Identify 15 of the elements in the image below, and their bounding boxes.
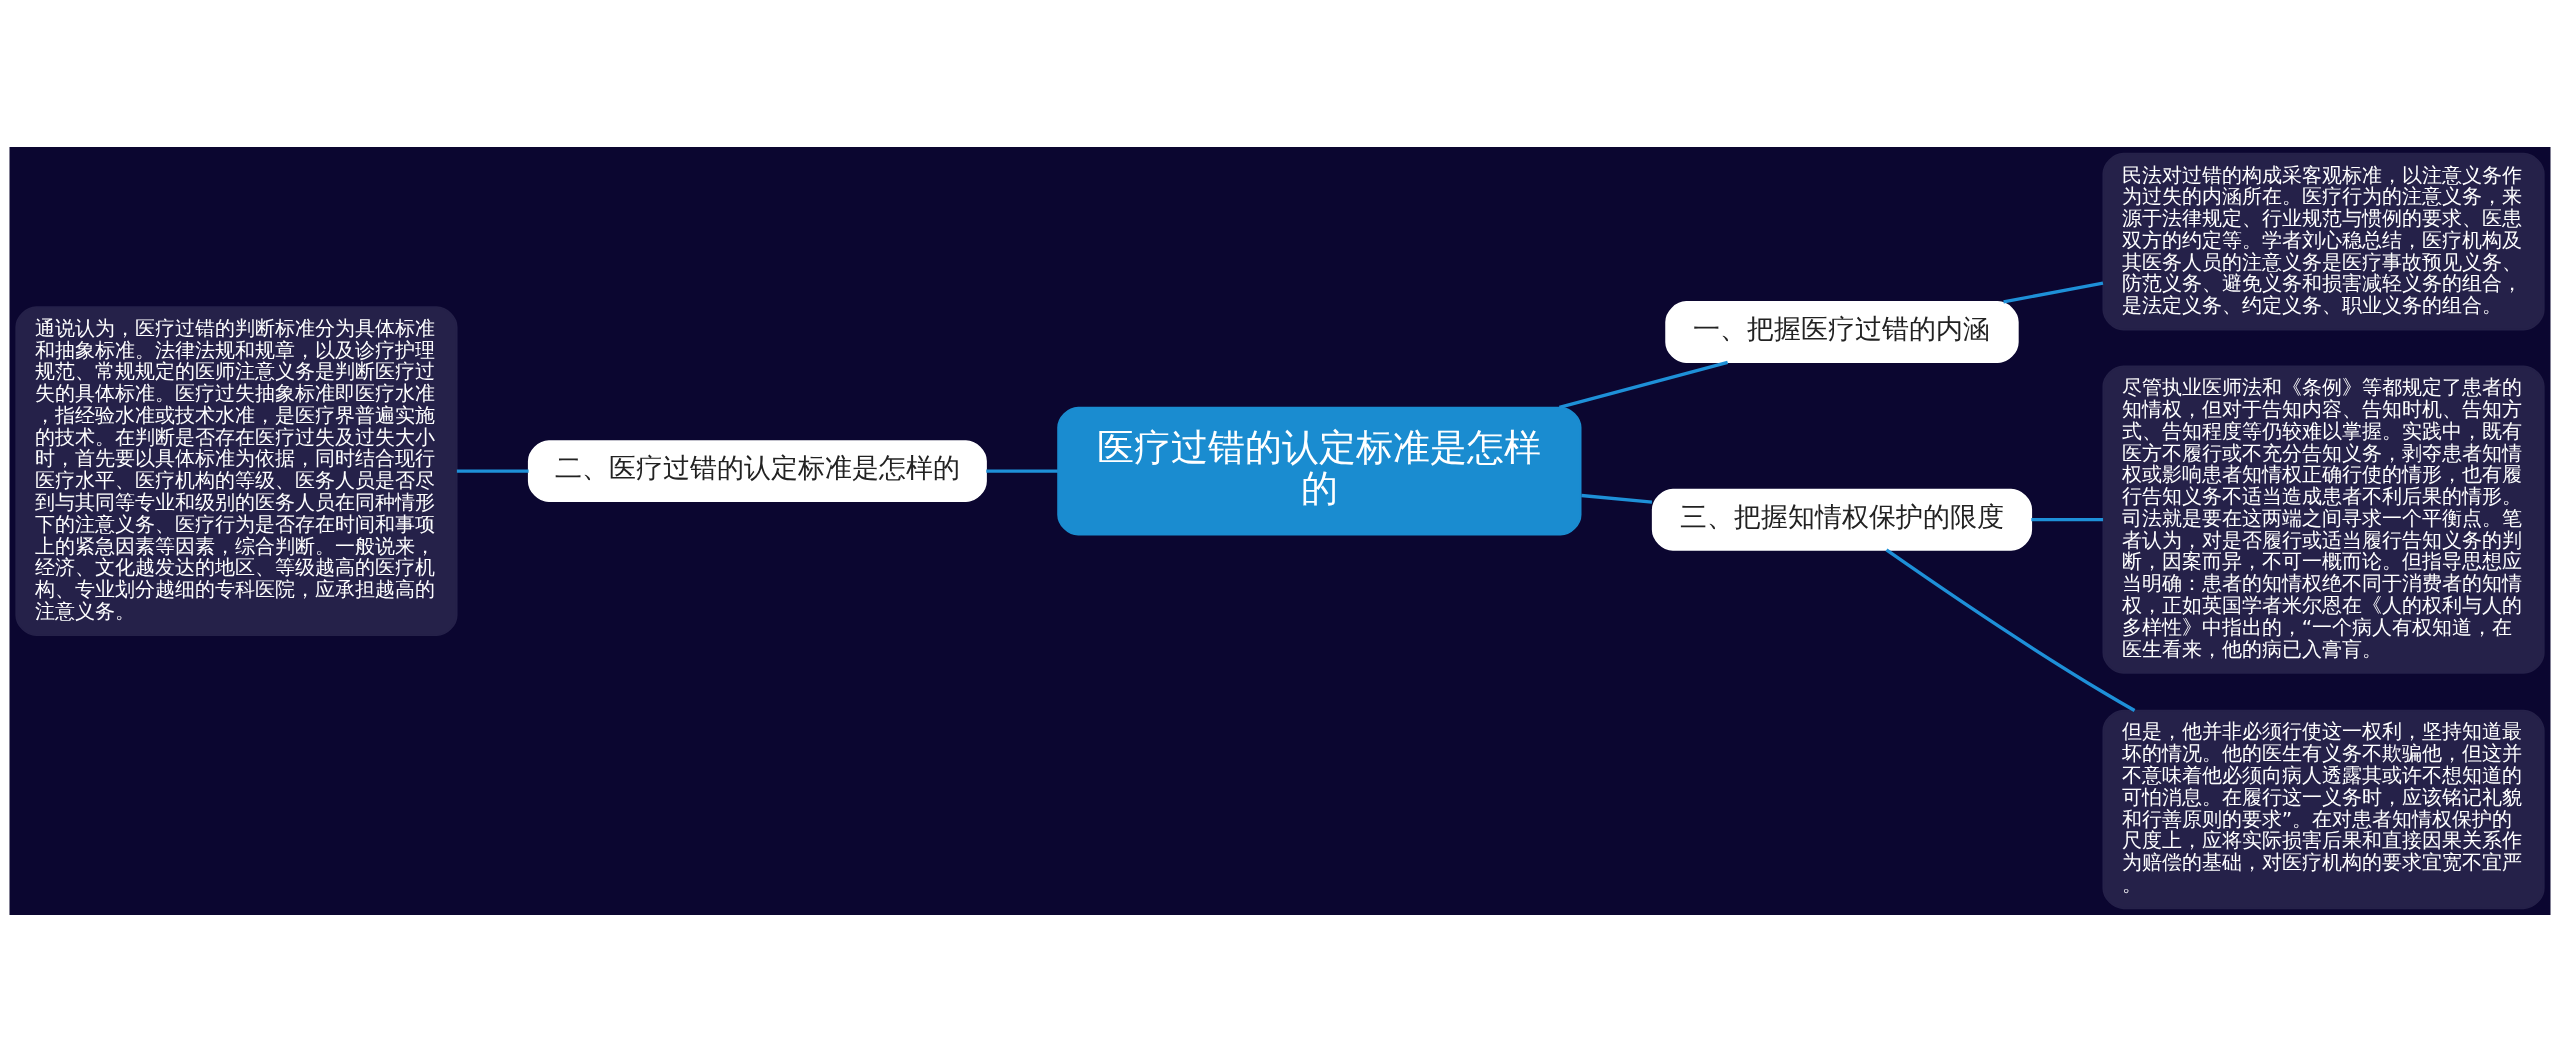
- connector: [2031, 518, 2104, 522]
- node-box: 通说认为，医疗过错的判断标准分为具体标准和抽象标准。法律法规和规章，以及诊疗护理规范、常规规定的医师注意义务是判断医疗过失的具体标准。医疗过失抽象标准即医疗水准，指经验水准或技术水准，是医疗界普遍实施的技术。在判断是否存在医疗过失及过失大小时，首先要以具体标准为依据，同时结合现行医疗水平、医疗机构的等级、医务人员是否尽到与其同等专业和级别的医务人员在同种情形下的注意义务、医疗行为是否存在时间和事项上的紧急因素等因素，综合判断。一般说来，经济、文化越发达的地区、等级越高的医疗机构、专业划分越细的专科医院，应承担越高的注意义务。: [15, 306, 458, 637]
- connector: [1885, 548, 2136, 712]
- node-box: 一、把握医疗过错的内涵: [1665, 301, 2019, 364]
- connector: [1558, 360, 1729, 409]
- connector: [1581, 493, 1653, 504]
- connector: [456, 469, 529, 473]
- node-box: 二、医疗过错的认定标准是怎样的: [527, 440, 987, 503]
- node-box: 民法对过错的构成采客观标准，以注意义务作为过失的内涵所在。医疗行为的注意义务，来源于法律规定、行业规范与惯例的要求、医患双方的约定等。学者刘心稳总结，医疗机构及其医务人员的注意义务是医疗事故预见义务、防范义务、避免义务和损害减轻义务的组合，是法定义务、约定义务、职业义务的组合。: [2102, 152, 2545, 331]
- node-box: 医疗过错的认定标准是怎样的: [1057, 406, 1582, 536]
- node-box: 尽管执业医师法和《条例》等都规定了患者的知情权，但对于告知内容、告知时机、告知方式、告知程度等仍较难以掌握。实践中，既有医方不履行或不充分告知义务，剥夺患者知情权或影响患者知情权正确行使的情形，也有履行告知义务不适当造成患者不利后果的情形。司法就是要在这两端之间寻求一个平衡点。笔者认为，对是否履行或适当履行告知义务的判断，因案而异，不可一概而论。但指导思想应当明确：患者的知情权绝不同于消费者的知情权，正如英国学者米尔恩在《人的权利与人的多样性》中指出的，“一个病人有权知道，在医生看来，他的病已入膏肓。: [2102, 365, 2545, 674]
- connector: [2003, 281, 2104, 304]
- connector: [986, 469, 1058, 473]
- node-box: 但是，他并非必须行使这一权利，坚持知道最坏的情况。他的医生有义务不欺骗他，但这并不意味着他必须向病人透露其或许不想知道的可怕消息。在履行这一义务时，应该铭记礼貌和行善原则的要求”。在对患者知情权保护的尺度上，应将实际损害后果和直接因果关系作为赔偿的基础，对医疗机构的要求宜宽不宜严。: [2102, 709, 2545, 910]
- node-box: 三、把握知情权保护的限度: [1651, 488, 2033, 551]
